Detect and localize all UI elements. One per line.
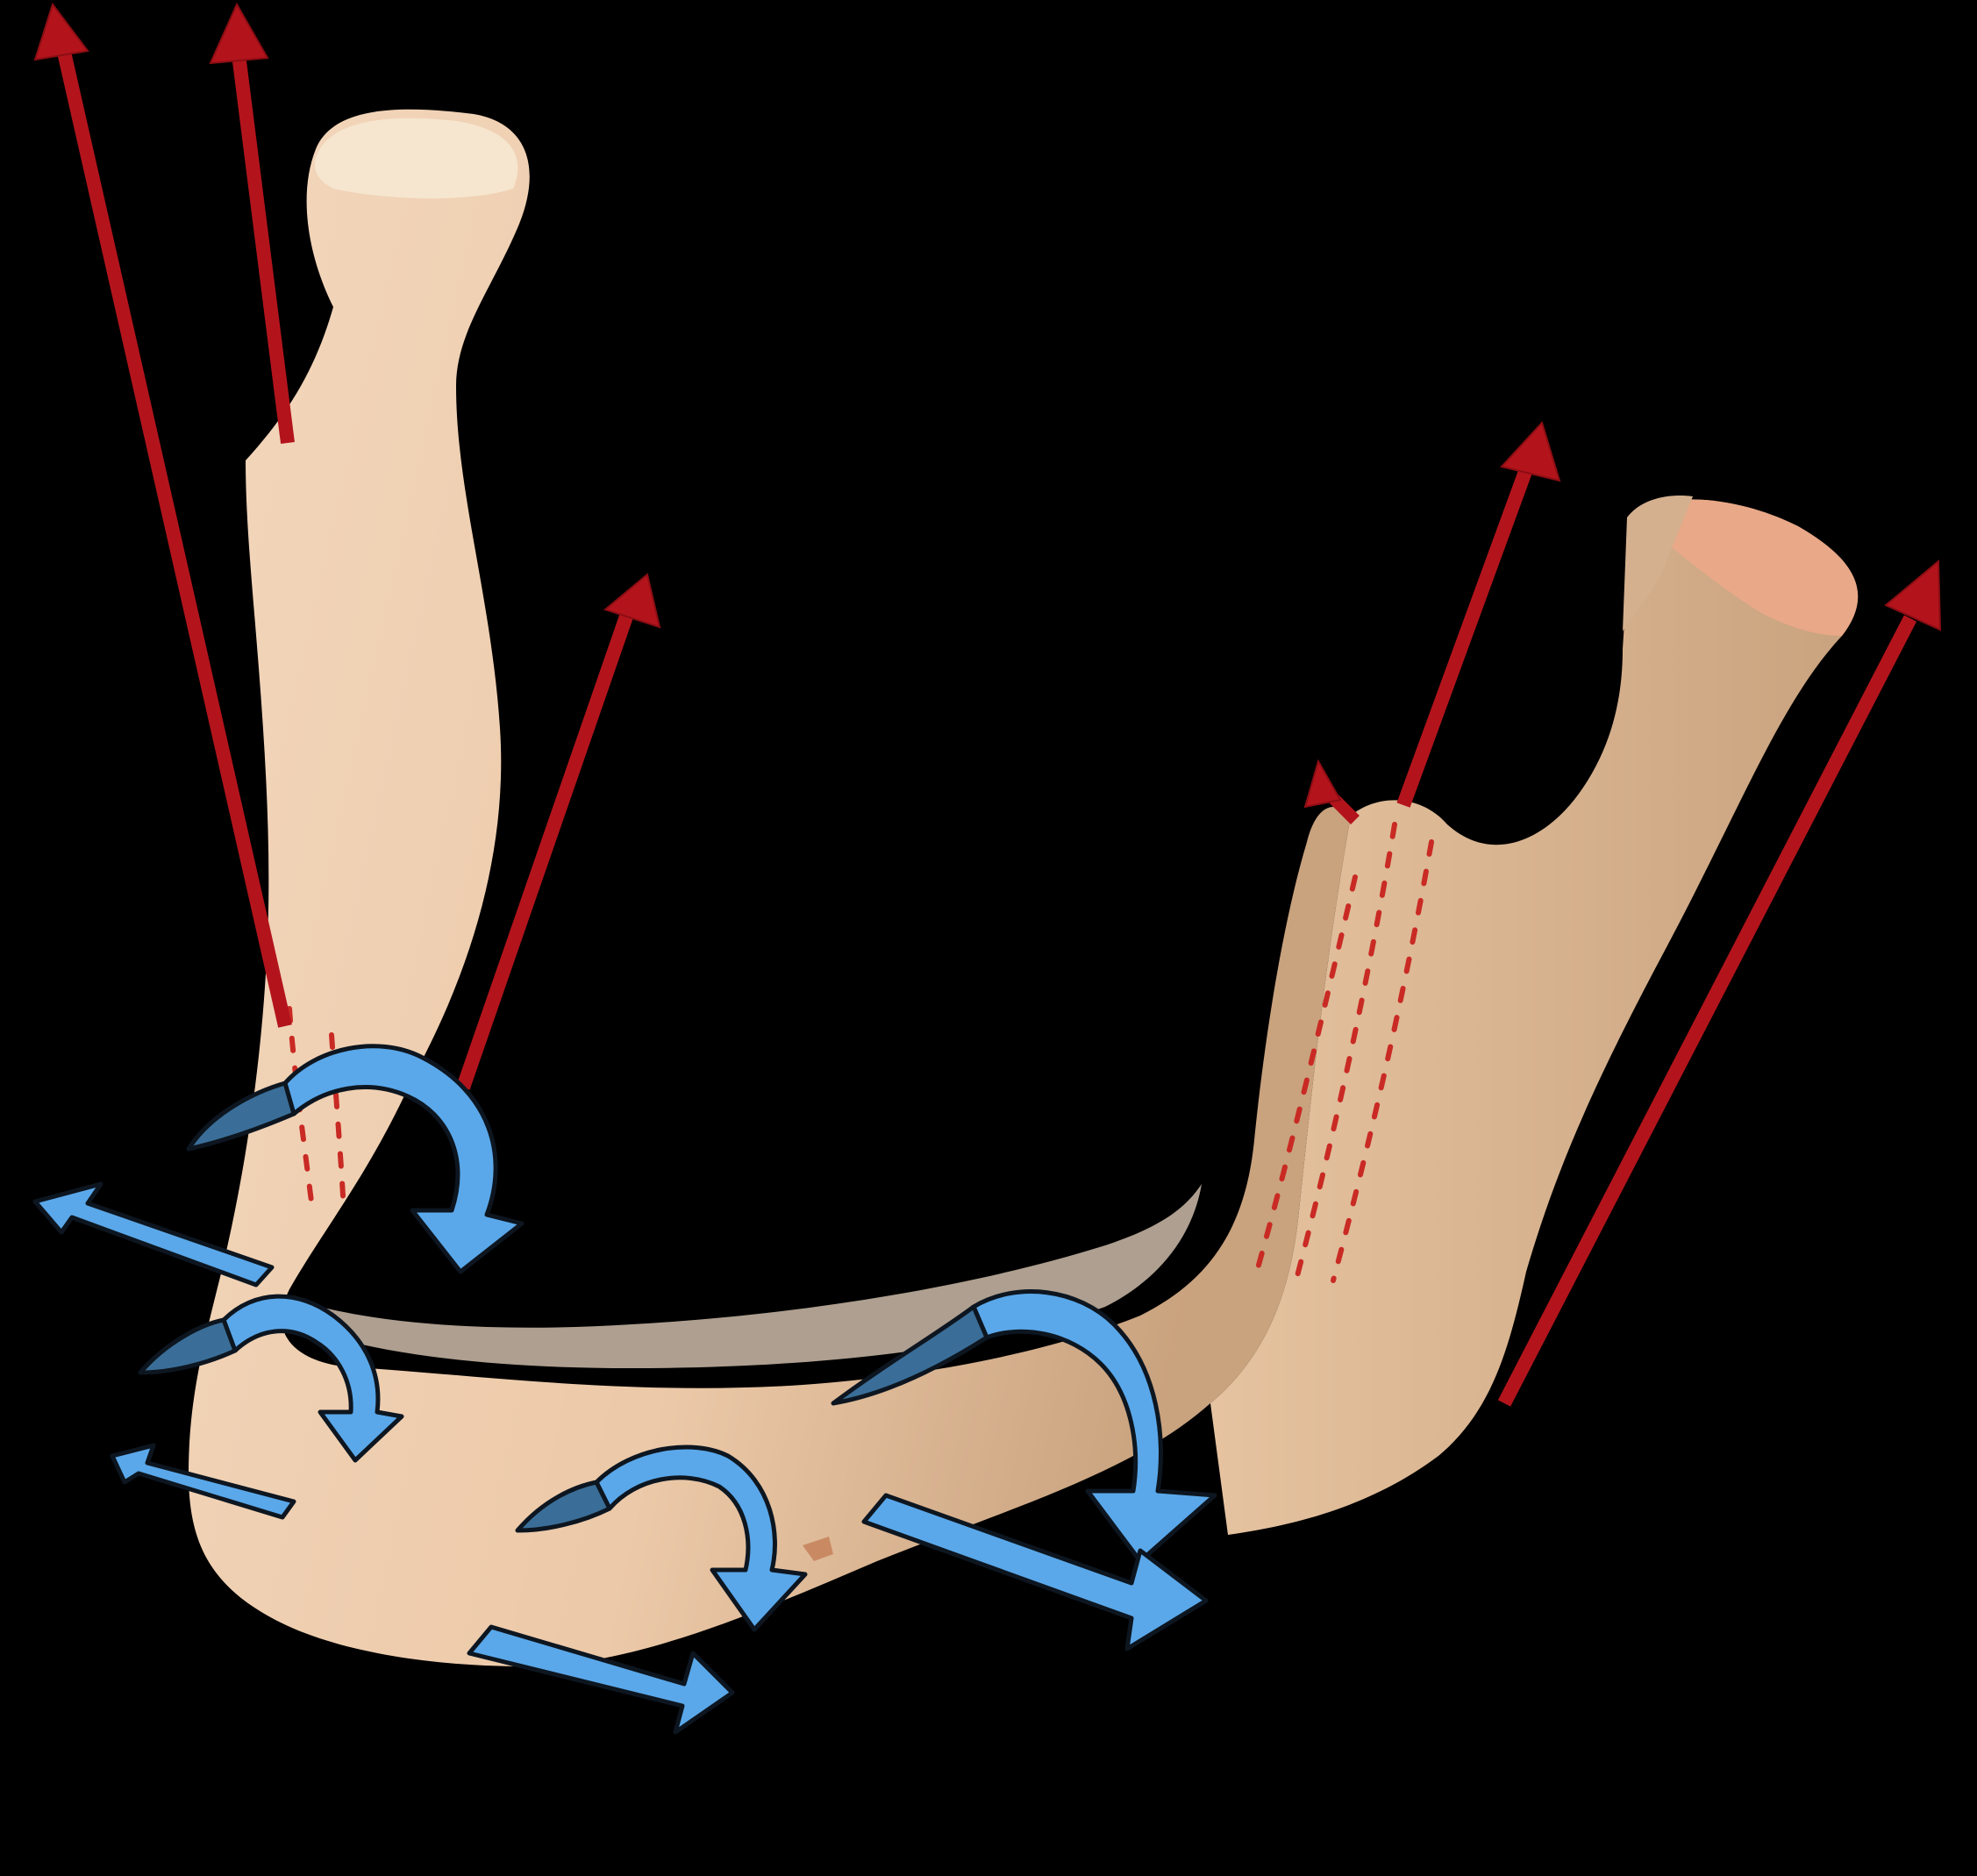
left-condyle [315,118,517,198]
